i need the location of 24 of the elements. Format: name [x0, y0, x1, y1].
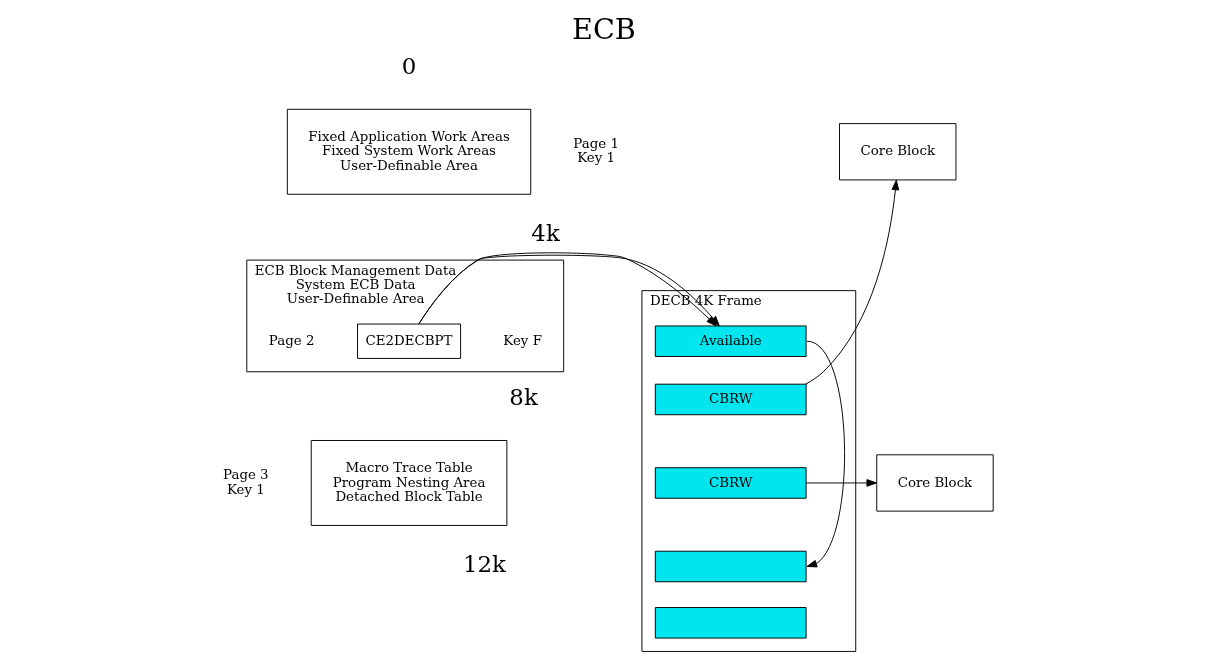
arrow [806, 340, 845, 568]
node-box: Fixed Application Work Areas Fixed System Work Areas User-Definable Area [286, 108, 531, 195]
node-box: CBRW [654, 467, 807, 499]
node-box: Available [654, 325, 807, 357]
node-box: Macro Trace Table Program Nesting Area Detached Block Table [310, 440, 507, 526]
node-label: Page 3 [222, 467, 269, 483]
node-label: Key 1 [576, 150, 615, 166]
label: 4k [530, 220, 560, 247]
node-label: Page 2 [268, 332, 314, 348]
label: 0 [401, 53, 416, 80]
node-box [654, 550, 807, 583]
node-label: Page 1 [572, 136, 619, 152]
label: 12k [462, 551, 506, 578]
node-box: Core Block [875, 454, 994, 512]
arrow [805, 479, 877, 487]
arrow [804, 179, 899, 385]
diagram-title: ECB [571, 11, 636, 46]
node-box: Core Block [838, 123, 956, 181]
node-box: CE2DECBPT [356, 323, 461, 359]
node-label: Key F [502, 332, 542, 348]
node-box [654, 607, 807, 639]
node-label: Key 1 [226, 481, 265, 497]
label: 8k [508, 384, 538, 411]
node-box: CBRW [654, 383, 807, 416]
